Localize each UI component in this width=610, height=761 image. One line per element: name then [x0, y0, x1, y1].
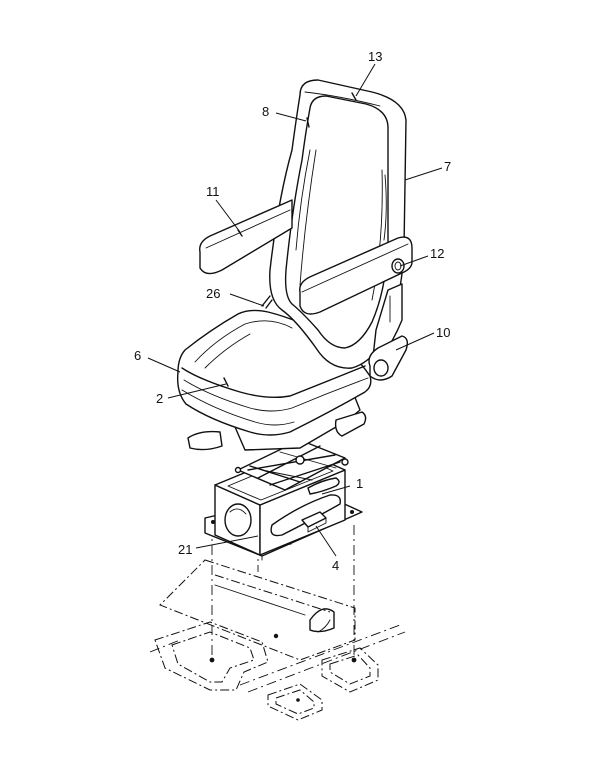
leader-lines — [147, 63, 443, 557]
callout-10: 10 — [436, 325, 450, 340]
left-armrest — [199, 199, 293, 275]
callout-6: 6 — [134, 348, 141, 363]
callout-7: 7 — [444, 159, 451, 174]
right-armrest — [299, 236, 413, 381]
suspension-mechanism — [234, 439, 349, 491]
callout-11: 11 — [206, 184, 220, 199]
callout-26: 26 — [206, 286, 220, 301]
callout-21: 21 — [178, 542, 192, 557]
callout-4: 4 — [332, 558, 339, 573]
callout-13: 13 — [368, 49, 382, 64]
callout-2: 2 — [156, 391, 163, 406]
callout-8: 8 — [262, 104, 269, 119]
callout-1: 1 — [356, 476, 363, 491]
callout-labels: 13 8 7 11 12 26 10 6 2 1 21 4 — [134, 49, 451, 573]
callout-12: 12 — [430, 246, 444, 261]
floor-mounting-outline — [149, 559, 406, 721]
adjust-lever — [261, 295, 273, 309]
